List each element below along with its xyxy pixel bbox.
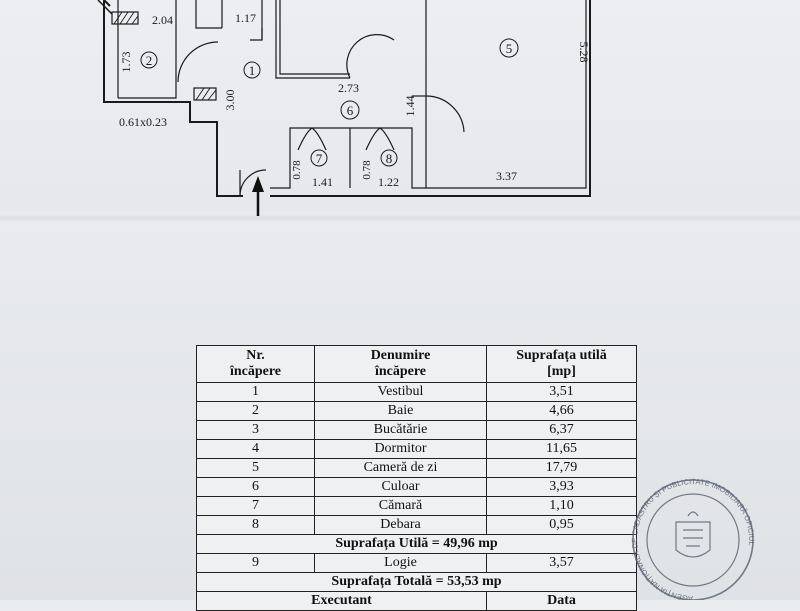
room-name: Bucătărie	[314, 420, 487, 440]
room-area: 11,65	[486, 439, 637, 459]
room-number: 4	[196, 439, 315, 459]
grand-total: Suprafața Totală = 53,53 mp	[196, 572, 637, 592]
table-row: 8 Debara 0,95	[196, 515, 637, 535]
header-text: Nr.	[246, 348, 265, 363]
room-marker-5: 5	[506, 41, 513, 56]
dimension-label: 0.78	[291, 160, 303, 180]
dimension-label: 3.00	[223, 90, 237, 111]
room-name: Logie	[314, 553, 487, 573]
room-number: 7	[196, 496, 315, 516]
table-row: 1 Vestibul 3,51	[196, 382, 637, 402]
dimension-label: 1.17	[235, 11, 256, 25]
header-room-name: Denumire încăpere	[314, 345, 487, 383]
rooms-table: Nr. încăpere Denumire încăpere Suprafața…	[196, 345, 637, 611]
floor-plan: 2 1 5 6 7 8 2.04 1.17 1.73 3.00 2.73 1.4…	[97, 0, 591, 216]
room-name: Cameră de zi	[314, 458, 487, 478]
dimension-label: 2.73	[338, 81, 359, 95]
table-header-row: Nr. încăpere Denumire încăpere Suprafața…	[196, 345, 637, 383]
dimension-label: 3.37	[496, 169, 517, 183]
room-name: Debara	[314, 515, 487, 535]
table-row: 2 Baie 4,66	[196, 401, 637, 421]
executant-label: Executant	[196, 591, 487, 611]
room-area: 0,95	[486, 515, 637, 535]
dimension-label: 1.22	[378, 175, 399, 189]
header-useful-area: Suprafața utilă [mp]	[486, 345, 637, 383]
room-name: Vestibul	[314, 382, 487, 402]
table-row: 3 Bucătărie 6,37	[196, 420, 637, 440]
header-room-number: Nr. încăpere	[196, 345, 315, 383]
dimension-label: 1.73	[119, 52, 133, 73]
dimension-label: 0.78	[361, 160, 373, 180]
table-row: 6 Culoar 3,93	[196, 477, 637, 497]
room-area: 4,66	[486, 401, 637, 421]
dimension-label: 5.28	[577, 42, 591, 63]
useful-total: Suprafața Utilă = 49,96 mp	[196, 534, 637, 554]
room-number: 8	[196, 515, 315, 535]
coat-of-arms-icon	[675, 511, 711, 558]
table-row: 9 Logie 3,57	[196, 553, 637, 573]
room-number: 9	[196, 553, 315, 573]
wall-left	[103, 0, 243, 197]
room-name: Dormitor	[314, 439, 487, 459]
room-area: 3,93	[486, 477, 637, 497]
room-marker-2: 2	[146, 53, 153, 68]
header-text: încăpere	[374, 364, 427, 379]
room-marker-6: 6	[347, 103, 354, 118]
room-marker-1: 1	[249, 63, 256, 78]
header-text: încăpere	[229, 364, 282, 379]
room-marker-8: 8	[386, 151, 393, 166]
room-area: 3,57	[486, 553, 637, 573]
grand-total-row: Suprafața Totală = 53,53 mp	[196, 572, 637, 592]
room-number: 6	[196, 477, 315, 497]
room-number: 5	[196, 458, 315, 478]
header-text: Suprafața utilă	[516, 348, 607, 363]
room-area: 6,37	[486, 420, 637, 440]
paper-fold	[0, 214, 800, 222]
room-marker-7: 7	[316, 151, 323, 166]
room-number: 3	[196, 420, 315, 440]
header-text: Denumire	[370, 348, 431, 363]
room-name: Cămară	[314, 496, 487, 516]
table-row: 4 Dormitor 11,65	[196, 439, 637, 459]
official-stamp: AGENȚIA NAȚIONALĂ DE CADASTRU ȘI PUBLICI…	[630, 478, 756, 600]
footer-row: Executant Data	[196, 591, 637, 611]
wall-bottom	[270, 0, 591, 197]
entrance-arrow-icon	[252, 176, 264, 216]
room-area: 1,10	[486, 496, 637, 516]
date-label: Data	[486, 591, 637, 611]
dimension-label: 1.44	[403, 96, 417, 117]
useful-total-row: Suprafața Utilă = 49,96 mp	[196, 534, 637, 554]
table-row: 5 Cameră de zi 17,79	[196, 458, 637, 478]
room-number: 2	[196, 401, 315, 421]
dimension-label: 2.04	[152, 13, 173, 27]
dimension-label: 0.61x0.23	[119, 115, 167, 129]
room-name: Baie	[314, 401, 487, 421]
dimension-label: 1.41	[312, 175, 333, 189]
header-text: [mp]	[547, 364, 576, 379]
room-name: Culoar	[314, 477, 487, 497]
room-area: 17,79	[486, 458, 637, 478]
table-row: 7 Cămară 1,10	[196, 496, 637, 516]
room-area: 3,51	[486, 382, 637, 402]
room-number: 1	[196, 382, 315, 402]
